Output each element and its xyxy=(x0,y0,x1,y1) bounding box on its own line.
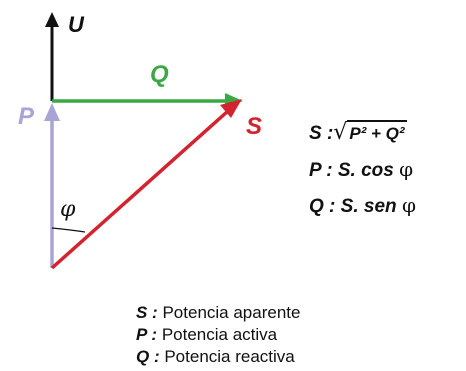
legend-text-q: Potencia reactiva xyxy=(164,347,295,366)
formula-q-phi: φ xyxy=(401,193,416,217)
formula-s: S :√P² + Q² xyxy=(309,118,466,154)
legend-key-s: S : xyxy=(136,303,158,322)
sqrt-symbol: √P² + Q² xyxy=(333,118,407,149)
legend-item-q: Q : Potencia reactiva xyxy=(136,346,456,368)
u-label: U xyxy=(68,12,85,37)
q-label: Q xyxy=(150,61,169,88)
formula-s-lhs: S : xyxy=(309,123,334,144)
formula-p-lhs: P : xyxy=(309,160,333,181)
p-label: P xyxy=(18,103,35,130)
legend: S : Potencia aparente P : Potencia activ… xyxy=(136,302,456,368)
u-axis-arrowhead xyxy=(45,12,59,27)
legend-key-p: P : xyxy=(136,325,158,344)
legend-key-q: Q : xyxy=(136,347,160,366)
radical-sign: √ xyxy=(333,120,348,145)
phi-angle-arc xyxy=(51,227,86,233)
s-label: S xyxy=(246,113,262,140)
p-vector-arrowhead xyxy=(44,103,60,121)
formulas-panel: S :√P² + Q² P : S. cos φ Q : S. sen φ xyxy=(309,118,466,226)
formula-s-rhs: P² + Q² xyxy=(347,120,407,146)
legend-item-p: P : Potencia activa xyxy=(136,324,456,346)
formula-q-rhs: S. sen xyxy=(340,196,397,217)
formula-q: Q : S. sen φ xyxy=(309,190,466,226)
s-vector-arrowhead xyxy=(220,99,242,118)
legend-item-s: S : Potencia aparente xyxy=(136,302,456,324)
formula-p: P : S. cos φ xyxy=(309,154,466,190)
formula-p-rhs: S. cos xyxy=(337,160,394,181)
formula-q-lhs: Q : xyxy=(309,196,336,217)
formula-p-phi: φ xyxy=(399,157,414,181)
phi-label: φ xyxy=(60,197,76,222)
legend-text-p: Potencia activa xyxy=(161,325,278,344)
legend-text-s: Potencia aparente xyxy=(162,303,301,322)
s-vector-line xyxy=(50,109,230,270)
